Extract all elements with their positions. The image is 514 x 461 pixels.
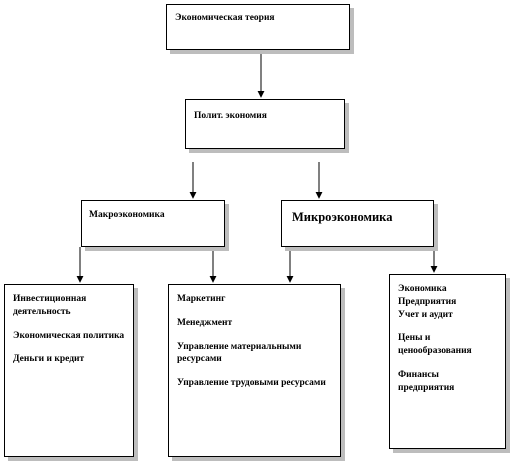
list-item: Цены и ценообразования [398, 333, 472, 357]
node-microeconomics: Микроэкономика [281, 200, 434, 247]
node-macroeconomics: Макроэкономика [81, 200, 225, 247]
list-item: Управление материальными ресурсами [177, 341, 302, 365]
list-item: Учет и аудит [398, 309, 453, 320]
node-management-subjects: Маркетинг Менеджмент Управление материал… [168, 284, 341, 457]
node-economic-theory-label: Экономическая теория [175, 13, 275, 23]
list-item: Менеджмент [177, 317, 233, 328]
node-micro-subjects: Экономика Предприятия Учет и аудит Цены … [389, 274, 506, 449]
list-item: Управление трудовыми ресурсами [177, 378, 326, 389]
node-macro-subjects: Инвестиционная деятельность Экономическа… [4, 284, 134, 457]
node-economic-theory: Экономическая теория [166, 4, 350, 50]
list-item: Экономика Предприятия [398, 284, 457, 307]
node-microeconomics-label: Микроэкономика [292, 210, 393, 224]
node-political-economy: Полит. экономия [185, 99, 345, 149]
list-item: Инвестиционная деятельность [13, 294, 87, 317]
list-item: Финансы предприятия [398, 370, 455, 393]
list-item: Маркетинг [177, 294, 226, 304]
list-item: Экономическая политика [13, 330, 125, 341]
list-item: Деньги и кредит [13, 354, 85, 365]
node-political-economy-label: Полит. экономия [194, 111, 267, 121]
node-macroeconomics-label: Макроэкономика [89, 210, 165, 220]
